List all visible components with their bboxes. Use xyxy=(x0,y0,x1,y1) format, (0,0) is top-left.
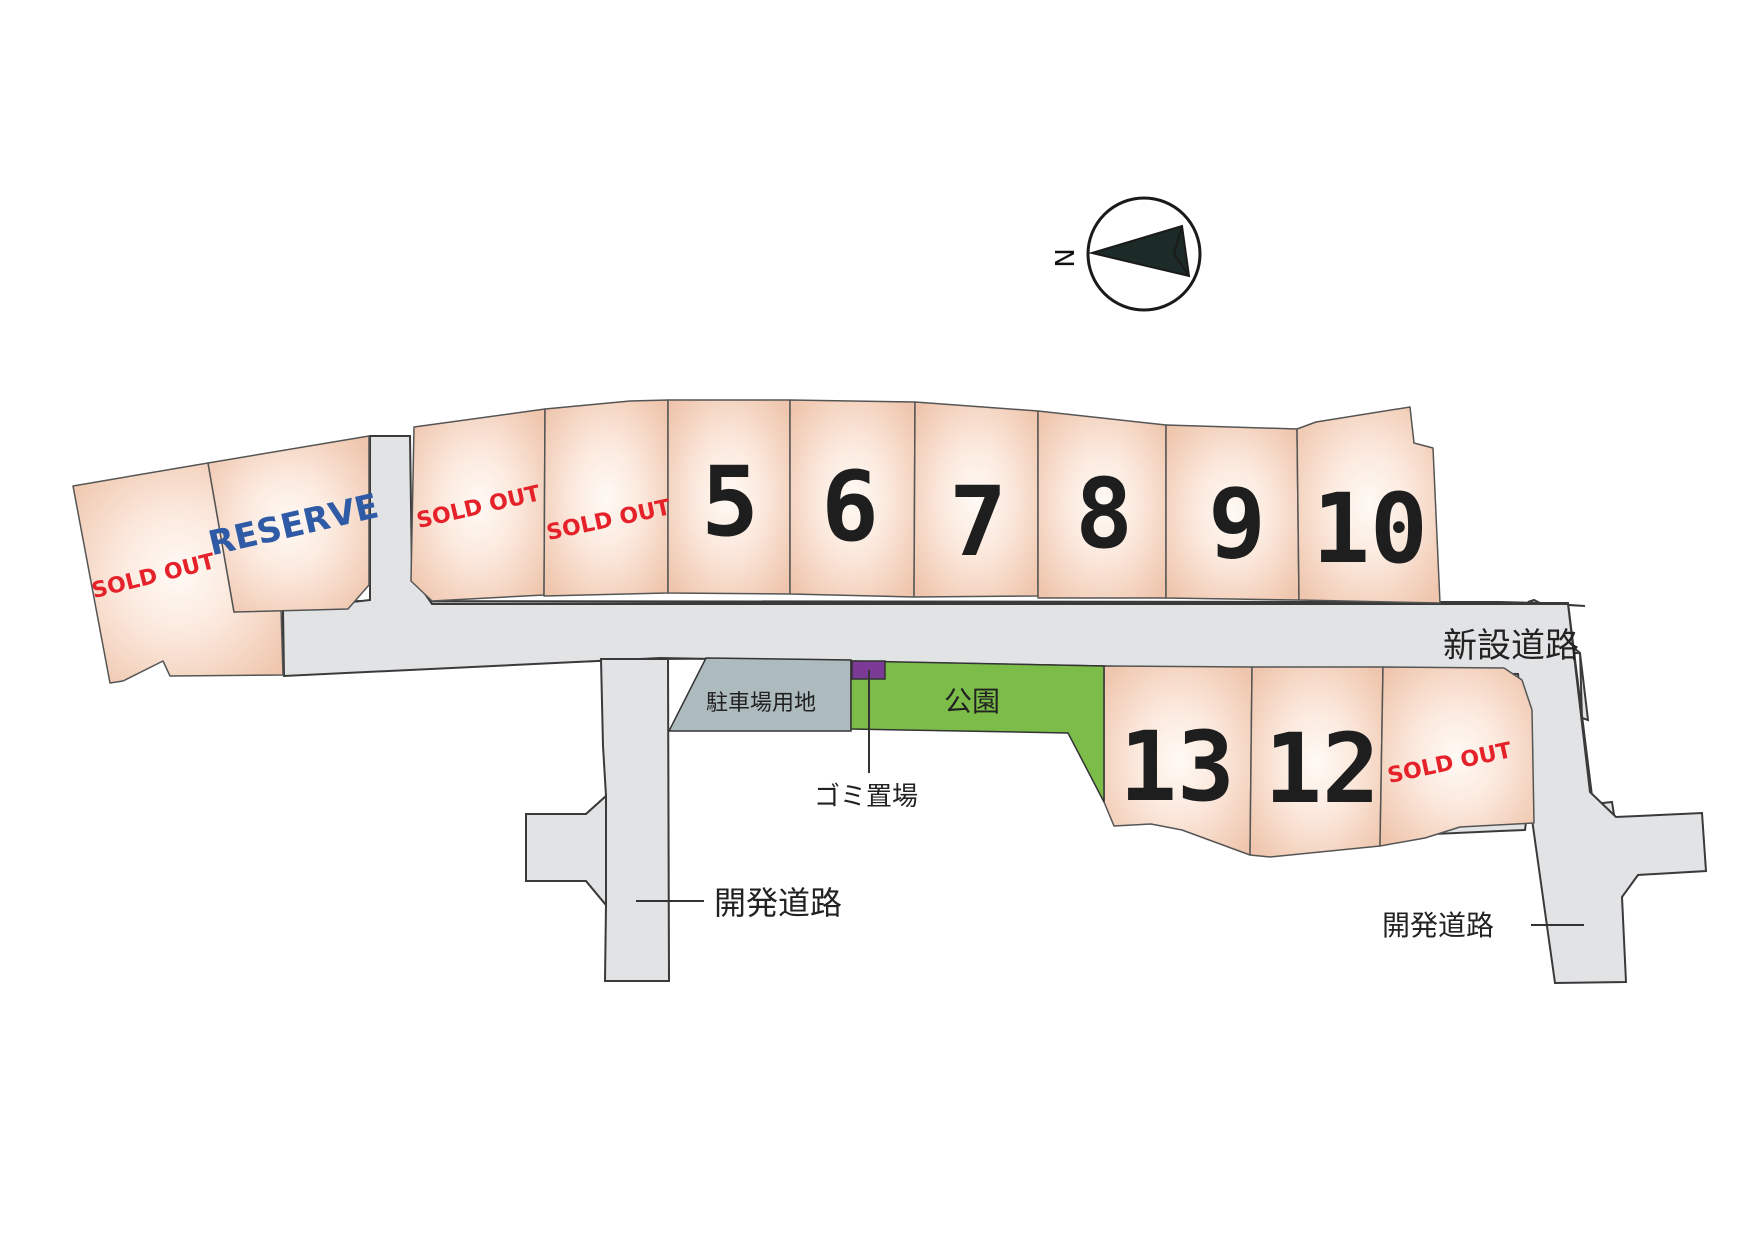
north-arrow-notch xyxy=(1172,225,1190,277)
dev-road-left-label: 開発道路 xyxy=(714,884,842,922)
park-area xyxy=(850,660,1105,803)
lot-11-parcel xyxy=(1379,666,1535,847)
dev-road-left-cap xyxy=(525,793,607,908)
lot-12-parcel xyxy=(1249,666,1384,858)
north-arrow-icon xyxy=(1088,224,1191,278)
lot-7-label: 7 xyxy=(949,466,1007,578)
lots xyxy=(72,399,1535,858)
lot-5-label: 5 xyxy=(701,446,759,558)
new-road-label: 新設道路 xyxy=(1443,626,1579,666)
lot-3-parcel xyxy=(410,408,546,602)
dev-road-right-label: 開発道路 xyxy=(1382,909,1494,942)
roads xyxy=(281,435,1708,985)
lot-9-label: 9 xyxy=(1208,468,1266,580)
park-label: 公園 xyxy=(944,685,1000,718)
facilities xyxy=(667,657,1105,803)
lot-2-parcel xyxy=(207,435,370,613)
compass-north-label: N xyxy=(1048,248,1078,267)
lot-4-parcel xyxy=(543,399,669,597)
lot-10-parcel xyxy=(1296,406,1441,604)
lot-10-label: 10 xyxy=(1312,473,1428,585)
garbage-label: ゴミ置場 xyxy=(814,782,918,812)
lot-6-label: 6 xyxy=(821,451,879,563)
parking-lot xyxy=(667,657,852,732)
new-road-strip xyxy=(281,435,1708,985)
lot-13-label: 13 xyxy=(1119,711,1235,823)
lot-12-label: 12 xyxy=(1264,713,1380,825)
lot-8-label: 8 xyxy=(1075,458,1133,570)
compass: N xyxy=(1048,196,1202,312)
parking-label: 駐車場用地 xyxy=(706,691,816,716)
